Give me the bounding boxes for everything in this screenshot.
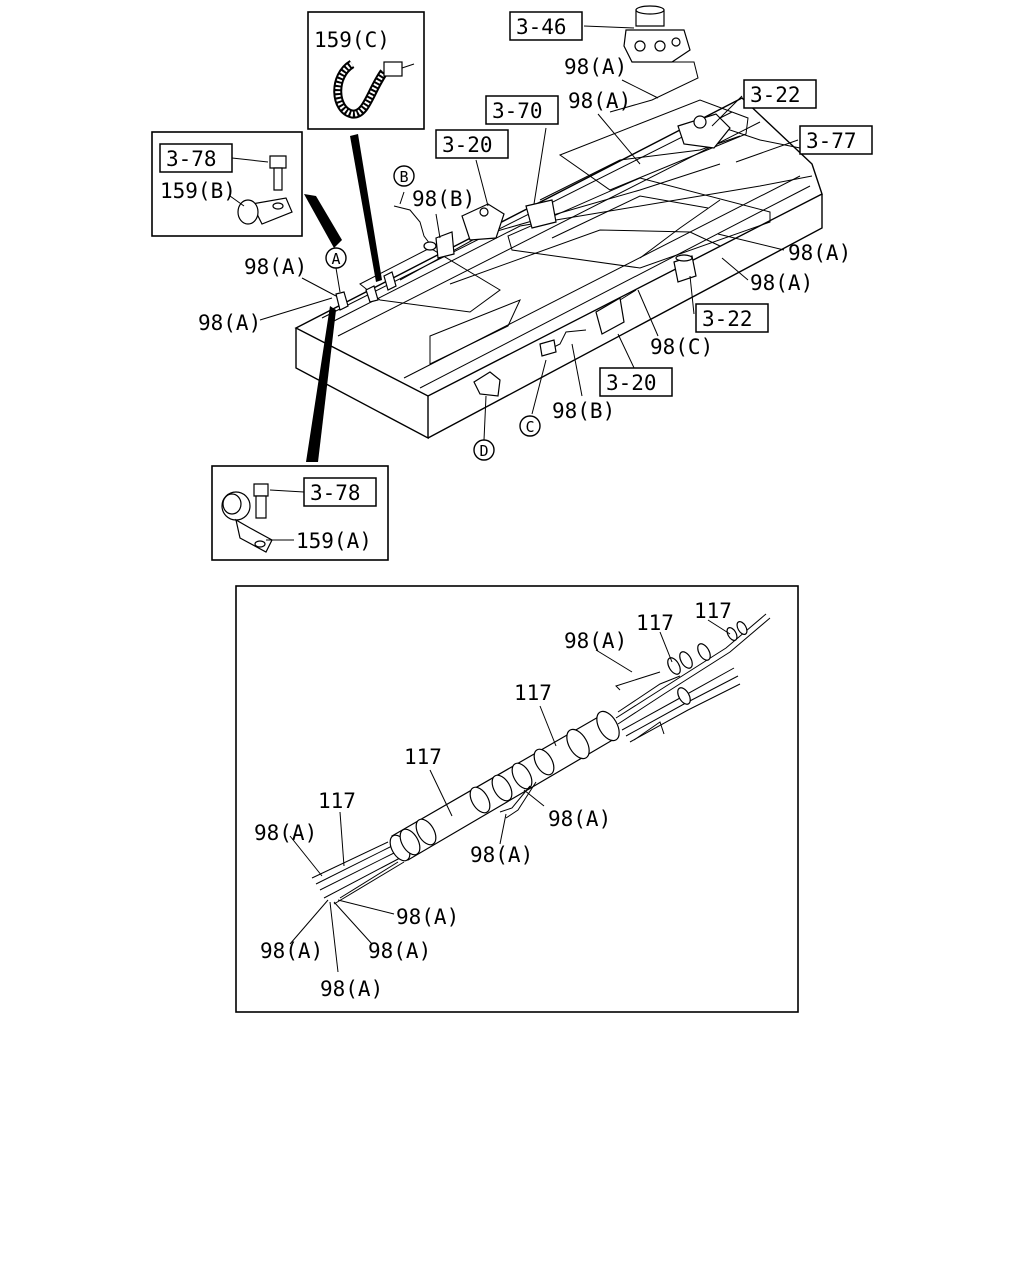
ref-box-3-20-upper[interactable] (435, 129, 509, 159)
label-98b-top: 98(B) (412, 187, 475, 211)
ref-box-3-70[interactable] (485, 95, 559, 125)
sensor-part-b (393, 205, 455, 259)
inset-clamp-a: 3-78 159(A) (211, 465, 389, 561)
valve-part-upper (677, 113, 731, 149)
circle-marker-d[interactable]: D (473, 439, 495, 461)
label-98a-left1: 98(A) (244, 255, 307, 279)
label-98a-top1: 98(A) (564, 55, 627, 79)
label-98a-detail-3: 98(A) (470, 843, 533, 867)
valve-part-3-70 (525, 199, 557, 229)
ref-3-22-lower[interactable]: 3-22 (702, 307, 753, 331)
inset-cable-tie: 159(C) (307, 11, 425, 130)
ref-3-70[interactable]: 3-70 (492, 99, 543, 123)
valve-part-lower (673, 254, 697, 283)
label-159a: 159(A) (296, 529, 372, 553)
label-117-b: 117 (636, 611, 674, 635)
label-98a-right1: 98(A) (788, 241, 851, 265)
clip-part-d (473, 371, 501, 397)
leader-lines (259, 25, 799, 441)
valve-part-3-20-lower (595, 289, 637, 335)
air-valve-part (623, 5, 691, 63)
label-159c: 159(C) (314, 28, 390, 52)
ref-box-3-46[interactable] (509, 11, 583, 41)
ref-3-20-lower[interactable]: 3-20 (606, 371, 657, 395)
label-98a-detail-8: 98(A) (320, 977, 383, 1001)
label-117-c: 117 (514, 681, 552, 705)
clip-part-a (335, 271, 397, 311)
label-117-d: 117 (404, 745, 442, 769)
label-159b: 159(B) (160, 179, 236, 203)
circle-letter-a: A (331, 250, 340, 268)
ref-box-3-22-lower[interactable] (695, 303, 769, 333)
ref-box-3-22-upper[interactable] (743, 79, 817, 109)
sensor-part-c (539, 329, 587, 357)
ref-3-22-upper[interactable]: 3-22 (750, 83, 801, 107)
label-98c: 98(C) (650, 335, 713, 359)
label-98a-left2: 98(A) (198, 311, 261, 335)
label-98a-detail-2: 98(A) (548, 807, 611, 831)
valve-part-3-20 (461, 203, 505, 241)
label-117-e: 117 (318, 789, 356, 813)
inset-clamp-b: 3-78 159(B) (151, 131, 303, 237)
label-98a-detail-7: 98(A) (368, 939, 431, 963)
label-98a-detail-1: 98(A) (564, 629, 627, 653)
label-98a-right2: 98(A) (750, 271, 813, 295)
label-98a-top2: 98(A) (568, 89, 631, 113)
label-117-a: 117 (694, 599, 732, 623)
ref-box-3-20-lower[interactable] (599, 367, 673, 397)
circle-letter-b: B (399, 168, 408, 186)
ref-box-3-78-a[interactable] (303, 477, 377, 507)
inset-connector-c (350, 134, 382, 282)
ref-3-77[interactable]: 3-77 (806, 129, 857, 153)
hoses-lower-left (311, 841, 405, 905)
hoses-upper-right (615, 613, 771, 743)
hose-bundle-detail: 117 117 117 117 117 98(A) 98(A) 98(A) 98… (235, 585, 799, 1013)
ref-3-78-b[interactable]: 3-78 (166, 147, 217, 171)
chassis-frame (294, 97, 823, 440)
label-98a-detail-5: 98(A) (396, 905, 459, 929)
label-98b-bottom: 98(B) (552, 399, 615, 423)
ref-3-46[interactable]: 3-46 (516, 15, 567, 39)
circle-letter-c: C (525, 418, 534, 436)
label-98a-detail-4: 98(A) (254, 821, 317, 845)
circle-letter-d: D (479, 442, 488, 460)
circle-marker-c[interactable]: C (519, 415, 541, 437)
circle-marker-b[interactable]: B (393, 165, 415, 187)
ref-3-78-a[interactable]: 3-78 (310, 481, 361, 505)
circle-marker-a[interactable]: A (325, 247, 347, 269)
ref-3-20-upper[interactable]: 3-20 (442, 133, 493, 157)
detail-leader-lines (289, 619, 731, 973)
main-conduit (389, 710, 620, 862)
ref-box-3-77[interactable] (799, 125, 873, 155)
inset-connector-b (304, 194, 342, 248)
label-98a-detail-6: 98(A) (260, 939, 323, 963)
inset-connector-a (306, 306, 336, 462)
hoses-middle-branch (499, 781, 537, 819)
